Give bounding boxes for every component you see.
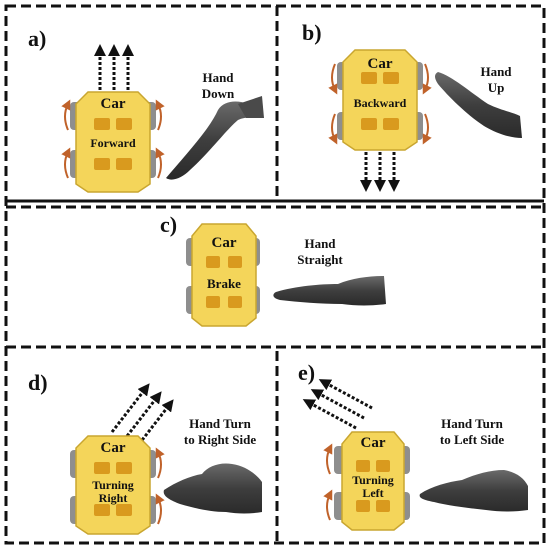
car-icon: Car Forward	[61, 91, 165, 193]
panel-label: a)	[28, 26, 46, 51]
car-icon: Car Turning Left	[323, 431, 410, 531]
hand-label-line2: Straight	[297, 252, 343, 267]
motion-arrows	[302, 379, 373, 430]
car-state-line2: Left	[362, 486, 383, 500]
car-title: Car	[101, 96, 126, 112]
car-icon: Car Brake	[186, 223, 260, 327]
hand-label-line1: Hand Turn	[441, 416, 504, 431]
car-icon: Car Backward	[328, 49, 432, 151]
panel-a: a) Car Forward Hand Down	[28, 26, 264, 193]
hand-icon	[435, 72, 522, 138]
frame	[4, 4, 546, 545]
panel-label: d)	[28, 370, 48, 395]
car-state-line1: Turning	[92, 478, 134, 492]
car-title: Car	[368, 56, 393, 72]
hand-label-line1: Hand Turn	[189, 416, 252, 431]
motion-arrows	[360, 152, 400, 192]
car-state: Backward	[354, 96, 407, 110]
car-title: Car	[212, 235, 237, 251]
car-state-line1: Turning	[352, 473, 394, 487]
hand-label-line1: Hand	[304, 236, 336, 251]
hand-icon	[273, 276, 386, 306]
car-icon: Car Turning Right	[70, 435, 165, 535]
panel-label: e)	[298, 360, 315, 385]
car-state: Brake	[207, 276, 241, 291]
panel-c: c) Car Brake Hand Straight	[160, 212, 386, 327]
car-title: Car	[361, 435, 386, 451]
hand-label-line2: Up	[488, 80, 505, 95]
hand-label-line1: Hand	[202, 70, 234, 85]
hand-label-line2: to Left Side	[440, 432, 505, 447]
hand-label-line2: Down	[202, 86, 235, 101]
car-state-line2: Right	[99, 491, 128, 505]
car-state: Forward	[90, 136, 136, 150]
panel-d: d) Car Turning Right Hand Turn to Right	[28, 370, 262, 535]
panel-label: c)	[160, 212, 177, 237]
hand-label-line1: Hand	[480, 64, 512, 79]
panel-b: b) Car Backward Hand Up	[302, 20, 522, 192]
hand-label-line2: to Right Side	[184, 432, 256, 447]
panel-e: e) Car Turning Left Hand Turn to Left S	[298, 360, 528, 531]
panel-label: b)	[302, 20, 322, 45]
hand-icon	[166, 96, 264, 180]
car-title: Car	[101, 440, 126, 456]
hand-icon	[163, 463, 262, 514]
motion-arrows	[110, 383, 174, 449]
hand-icon	[419, 470, 528, 512]
motion-arrows	[94, 44, 134, 90]
